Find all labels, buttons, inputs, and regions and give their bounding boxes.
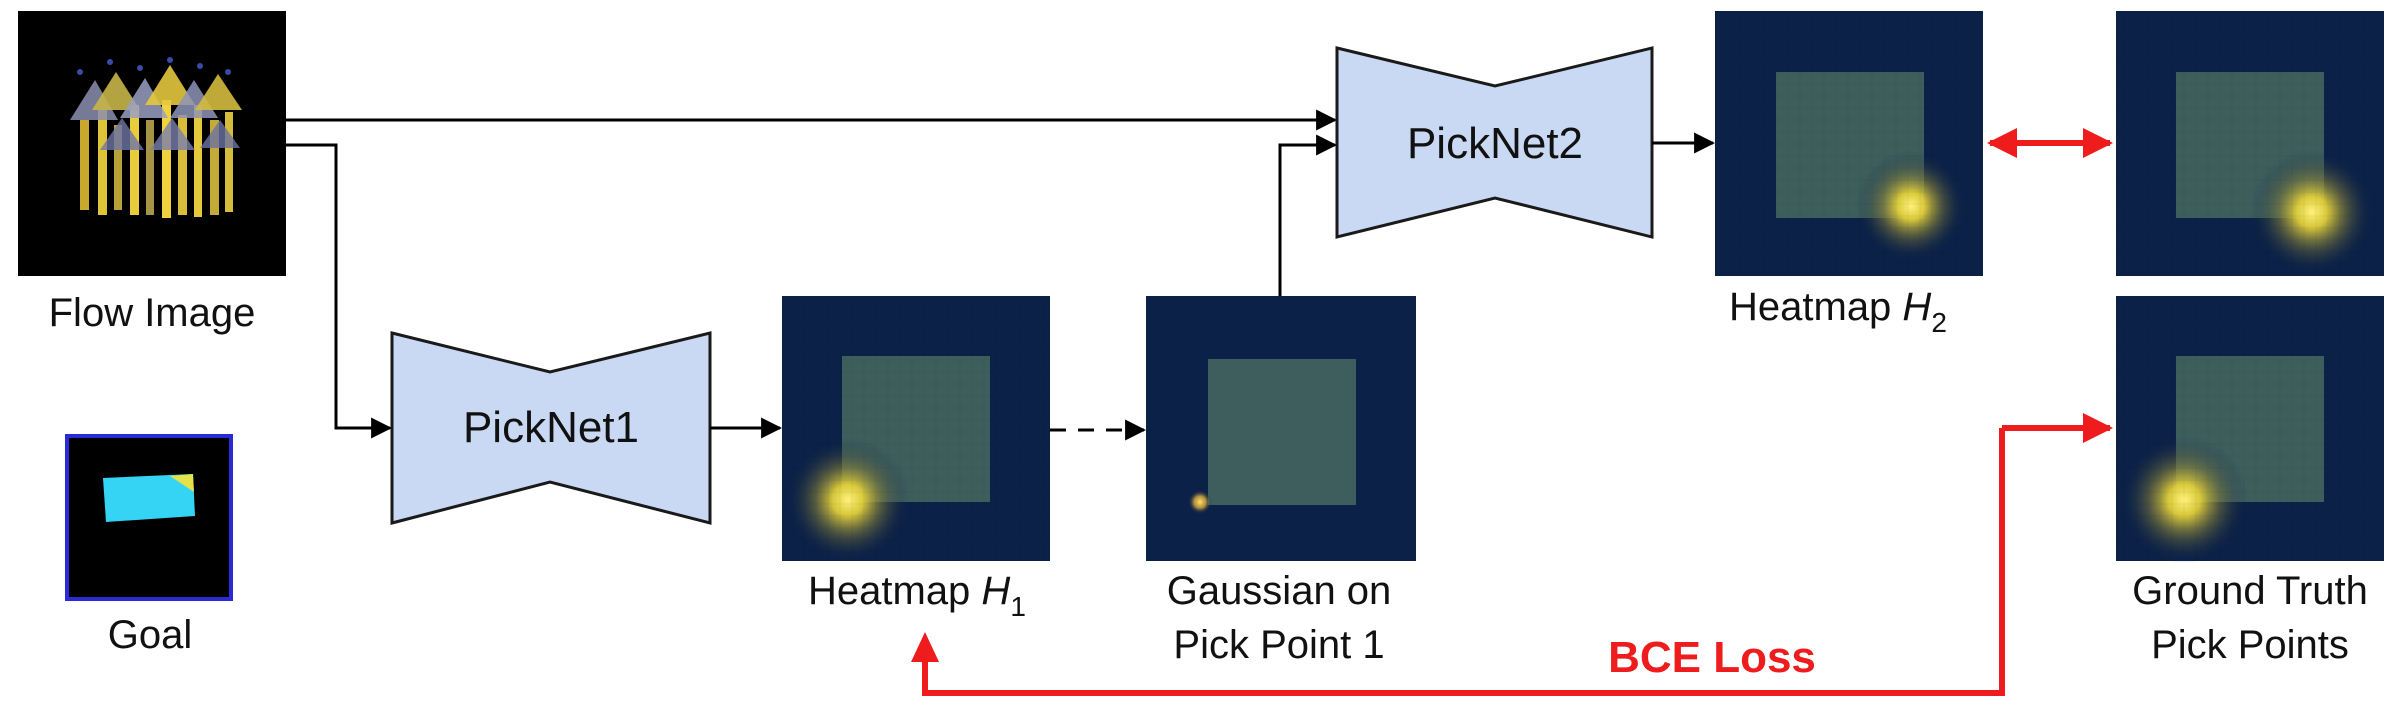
goal-cloth bbox=[103, 474, 195, 522]
loss-arrows bbox=[922, 128, 2113, 696]
heatmap-h1-label: Heatmap H1 bbox=[808, 569, 1026, 622]
gaussian-point bbox=[1188, 490, 1212, 514]
flow-image bbox=[18, 11, 286, 276]
loss-path-h1 bbox=[922, 428, 2005, 696]
ground-truth-label-line1: Ground Truth bbox=[2132, 569, 2368, 613]
heatmap-h2 bbox=[1715, 11, 1983, 276]
heatmap-h2-label: Heatmap H2 bbox=[1729, 285, 1947, 338]
ground-truth-heatmap-1 bbox=[2116, 11, 2384, 276]
ground-truth-label-line2: Pick Points bbox=[2151, 623, 2349, 667]
flow-vectors bbox=[70, 57, 242, 218]
ground-truth-heatmap-2 bbox=[2116, 296, 2384, 564]
flow-image-label: Flow Image bbox=[49, 291, 256, 335]
data-flow-arrows bbox=[286, 109, 1716, 441]
arrow-flow-to-picknet1 bbox=[286, 143, 393, 439]
bce-loss-label: BCE Loss bbox=[1608, 633, 1816, 682]
goal-label: Goal bbox=[108, 613, 193, 657]
picknet2-label: PickNet2 bbox=[1407, 119, 1583, 168]
loss-arrow-head-h1 bbox=[911, 632, 939, 662]
picknet1-shape bbox=[390, 331, 712, 525]
picknet1-label: PickNet1 bbox=[463, 403, 639, 452]
picknet1-block: PickNet1 bbox=[390, 331, 712, 525]
picknet2-shape bbox=[1335, 46, 1654, 239]
gaussian-label-line2: Pick Point 1 bbox=[1173, 623, 1384, 667]
goal-image bbox=[65, 434, 233, 601]
heatmap-h1 bbox=[782, 296, 1050, 562]
cloth-square bbox=[1208, 359, 1356, 505]
picknet2-block: PickNet2 bbox=[1335, 46, 1654, 239]
arrow-gaussian-to-picknet2 bbox=[1278, 134, 1338, 296]
gaussian-pick-point bbox=[1146, 296, 1416, 561]
gaussian-label-line1: Gaussian on bbox=[1167, 569, 1392, 613]
